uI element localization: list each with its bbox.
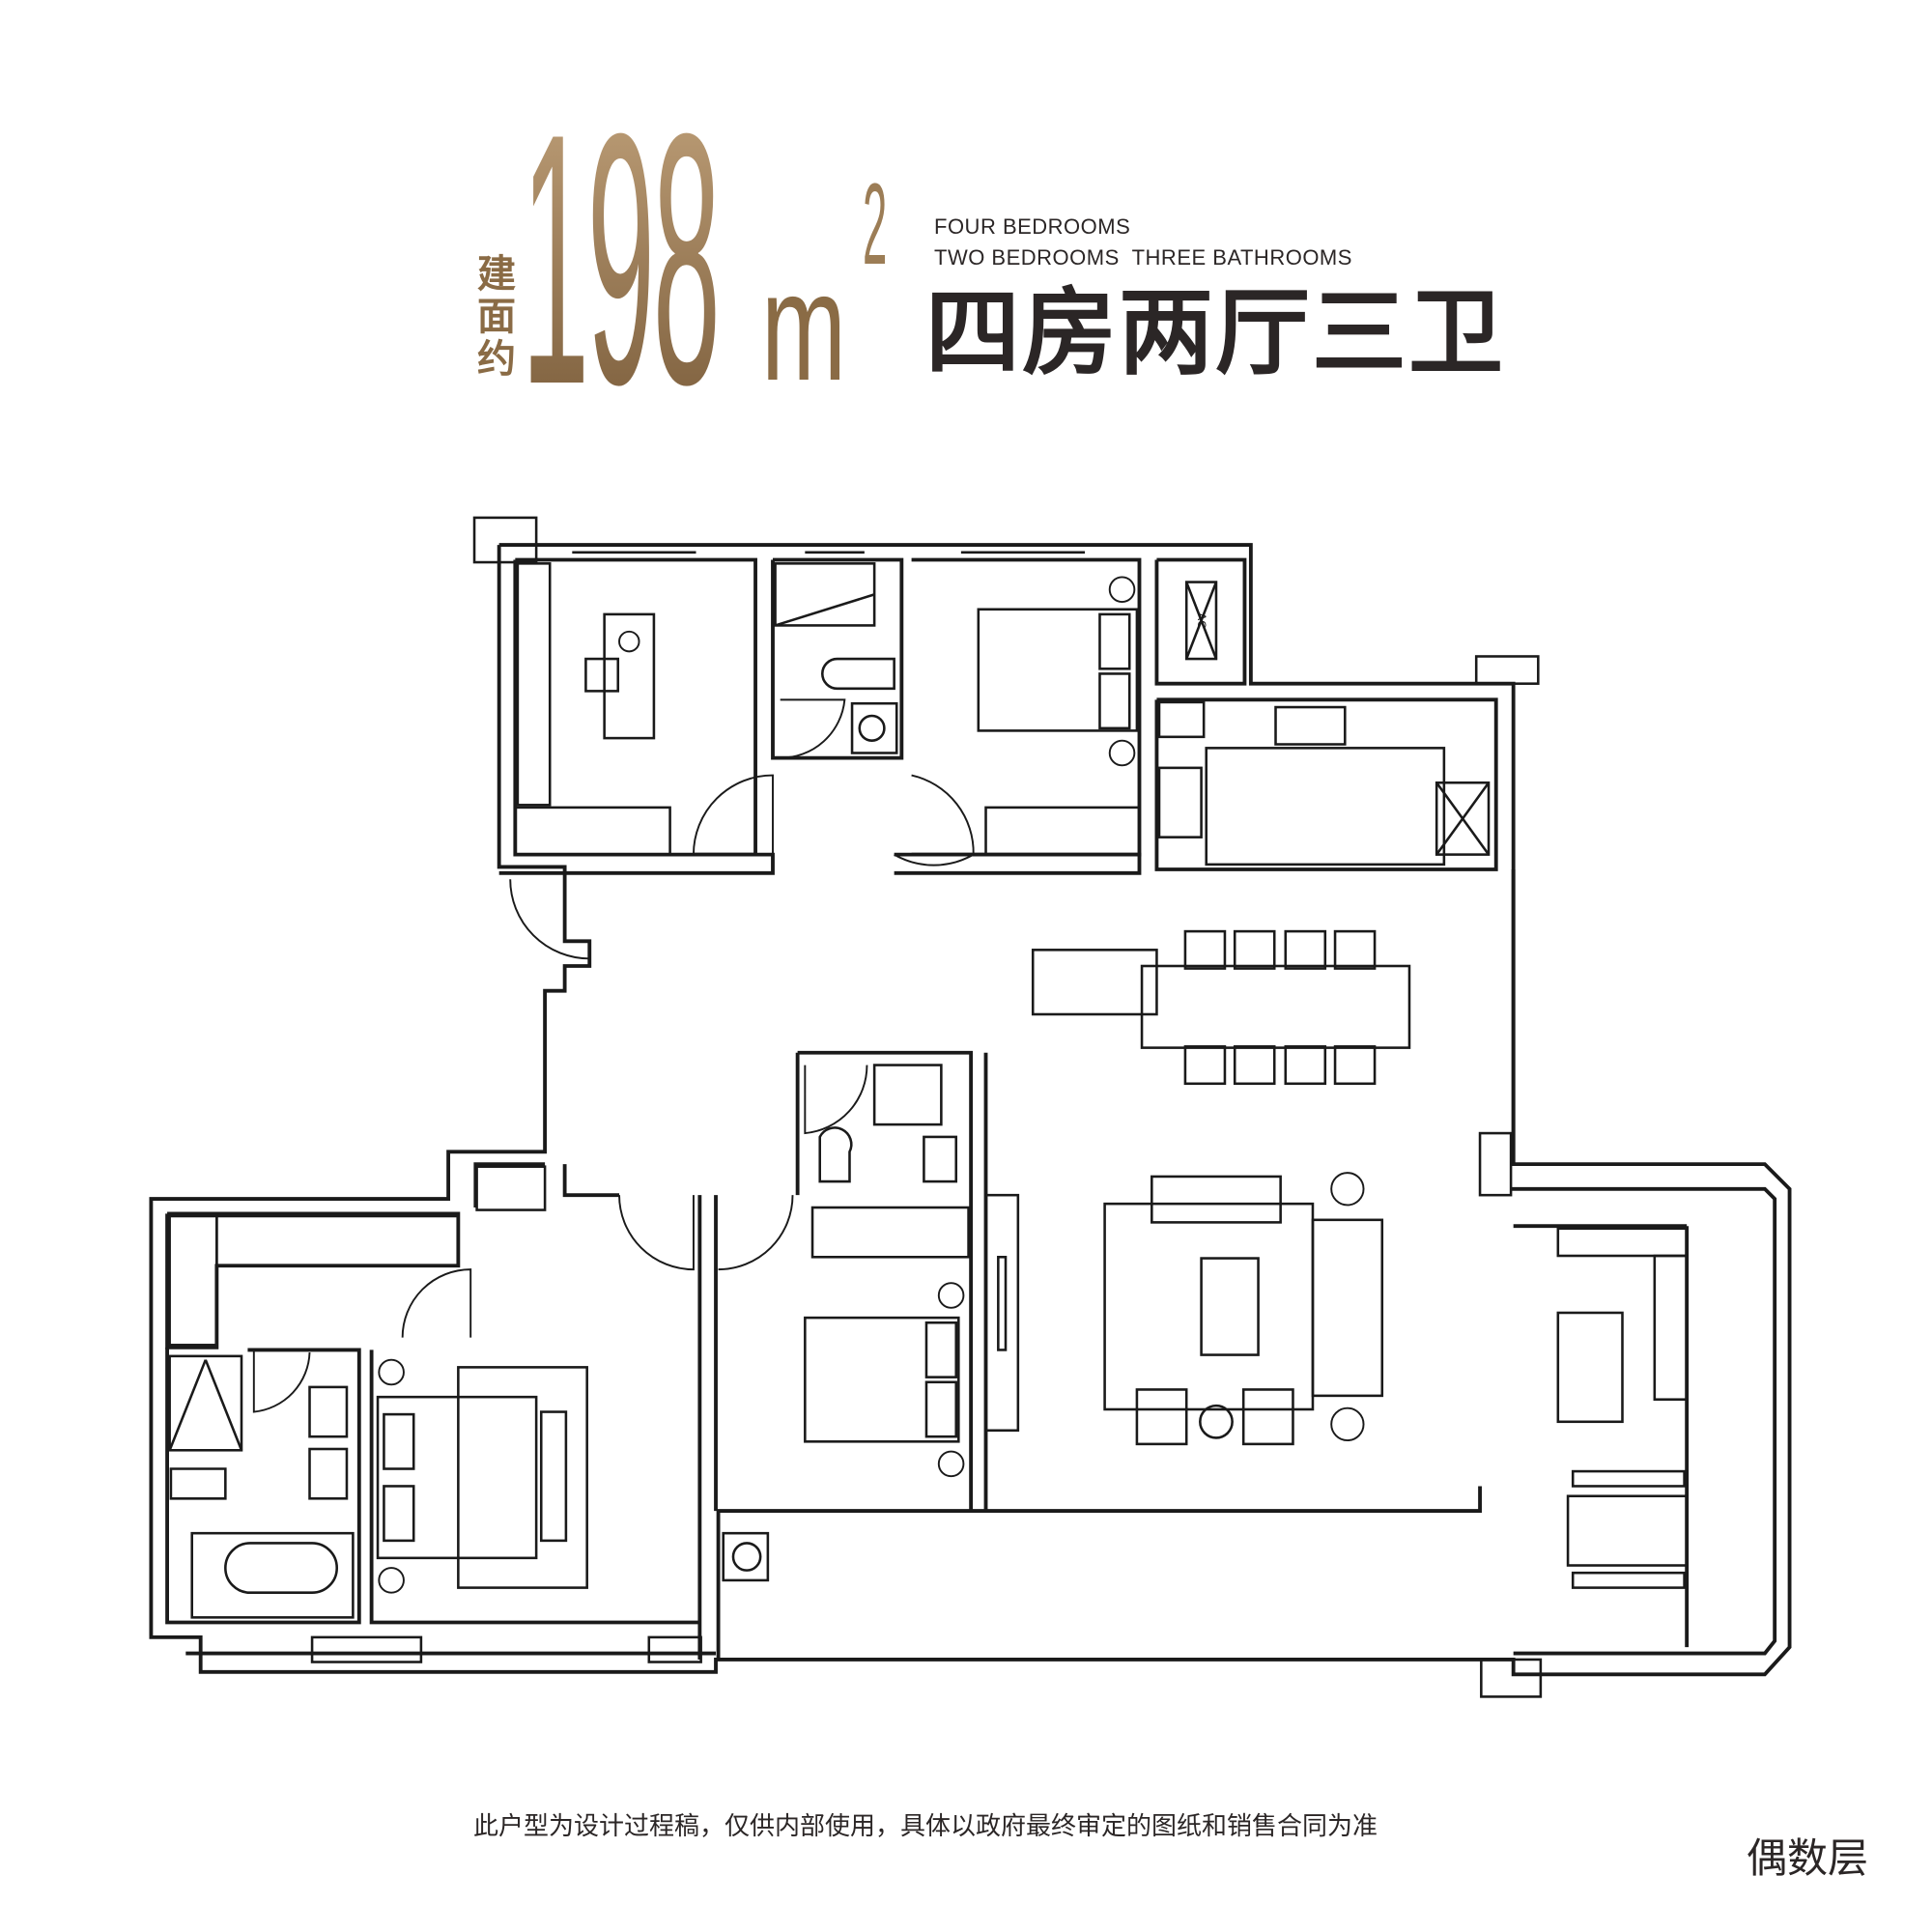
lamp-icons — [378, 576, 1365, 1594]
area-unit: m — [761, 240, 846, 412]
layout-title: 四房两厅三卫 — [925, 278, 1506, 388]
english-subtitle-line2: TWO BEDROOMS THREE BATHROOMS — [934, 245, 1352, 270]
terrace-furniture — [1556, 1227, 1689, 1589]
exterior-walls — [149, 543, 1792, 1677]
wardrobes — [168, 562, 1141, 1347]
area-value: 198 — [522, 60, 721, 459]
area-label: 建面约 — [477, 252, 516, 382]
kitchen-fixtures: AC — [1157, 581, 1491, 867]
area-unit-superscript: 2 — [863, 159, 888, 289]
disclaimer-text: 此户型为设计过程稿，仅供内部使用，具体以政府最终审定的图纸和销售合同为准 — [473, 1812, 1378, 1841]
beds — [376, 608, 1139, 1589]
living-dining-furniture — [984, 929, 1411, 1446]
doors — [252, 698, 975, 1413]
ac-label: AC — [1195, 612, 1208, 628]
bathroom-fixtures — [168, 562, 958, 1619]
structural-details — [310, 516, 1543, 1698]
floor-type-label: 偶数层 — [1747, 1834, 1869, 1882]
english-subtitle-line1: FOUR BEDROOMS — [934, 214, 1131, 239]
